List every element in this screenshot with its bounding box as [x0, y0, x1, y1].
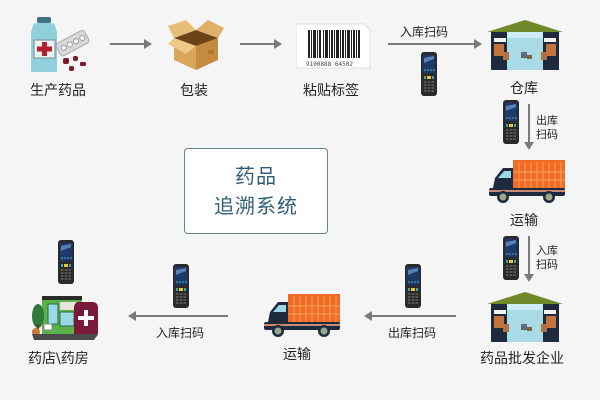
arrow-label-to-warehouse	[388, 39, 482, 49]
node-transport-1	[487, 160, 567, 204]
node-warehouse-label: 仓库	[510, 81, 538, 97]
node-label-label: 粘贴标签	[303, 83, 359, 99]
svg-text:9100888 64502: 9100888 64502	[306, 61, 353, 68]
node-transport-2	[262, 294, 342, 338]
arrow-warehouse-to-transport	[524, 104, 534, 150]
node-wholesaler	[487, 292, 563, 342]
arrow-transport-to-wholesaler	[524, 236, 534, 282]
node-package-label: 包装	[180, 83, 208, 99]
arrow-transport-to-pharmacy	[128, 311, 228, 321]
node-transport-2-label: 运输	[283, 347, 311, 363]
node-wholesaler-label: 药品批发企业	[480, 351, 564, 367]
arrow-wholesaler-to-transport	[364, 311, 456, 321]
barcode-label-icon: 9100888 64502	[295, 23, 371, 69]
edge-label-warehouse-text: 入库扫码	[400, 25, 449, 39]
edge-transport-pharmacy-text: 入库扫码	[156, 326, 205, 340]
node-pharmacy	[30, 294, 100, 340]
warehouse-icon	[487, 292, 563, 342]
barcode-scanner-icon	[420, 52, 438, 96]
barcode-scanner-icon	[502, 100, 520, 144]
medicine-bottle-icon	[31, 17, 90, 72]
system-title-line2: 追溯系统	[214, 194, 298, 218]
edge-warehouse-transport-text-2: 扫码	[536, 128, 558, 141]
system-title-line1: 药品	[235, 164, 277, 188]
node-produce-label: 生产药品	[30, 83, 86, 99]
edge-wholesaler-transport-text: 出库扫码	[388, 326, 437, 340]
cardboard-box-icon	[168, 20, 224, 70]
edge-warehouse-transport-text-1: 出库	[536, 114, 558, 127]
warehouse-icon	[487, 20, 563, 70]
node-warehouse	[487, 20, 563, 70]
edge-transport-wholesaler-text-1: 入库	[536, 244, 558, 257]
edge-transport-wholesaler-text-2: 扫码	[536, 258, 558, 271]
truck-icon	[487, 160, 567, 204]
truck-icon	[262, 294, 342, 338]
node-package	[168, 16, 224, 72]
pharmacy-store-icon	[32, 296, 98, 340]
barcode-scanner-icon	[57, 240, 75, 284]
barcode-scanner-icon	[502, 236, 520, 280]
barcode-scanner-icon	[404, 264, 422, 308]
node-pharmacy-label: 药店\药房	[28, 351, 89, 367]
arrow-package-to-label	[240, 39, 282, 49]
barcode-scanner-icon	[172, 264, 190, 308]
node-transport-1-label: 运输	[510, 213, 538, 229]
node-label: 9100888 64502	[295, 22, 372, 70]
system-title-box: 药品 追溯系统	[184, 148, 328, 234]
node-produce	[25, 14, 95, 74]
arrow-produce-to-package	[110, 39, 152, 49]
